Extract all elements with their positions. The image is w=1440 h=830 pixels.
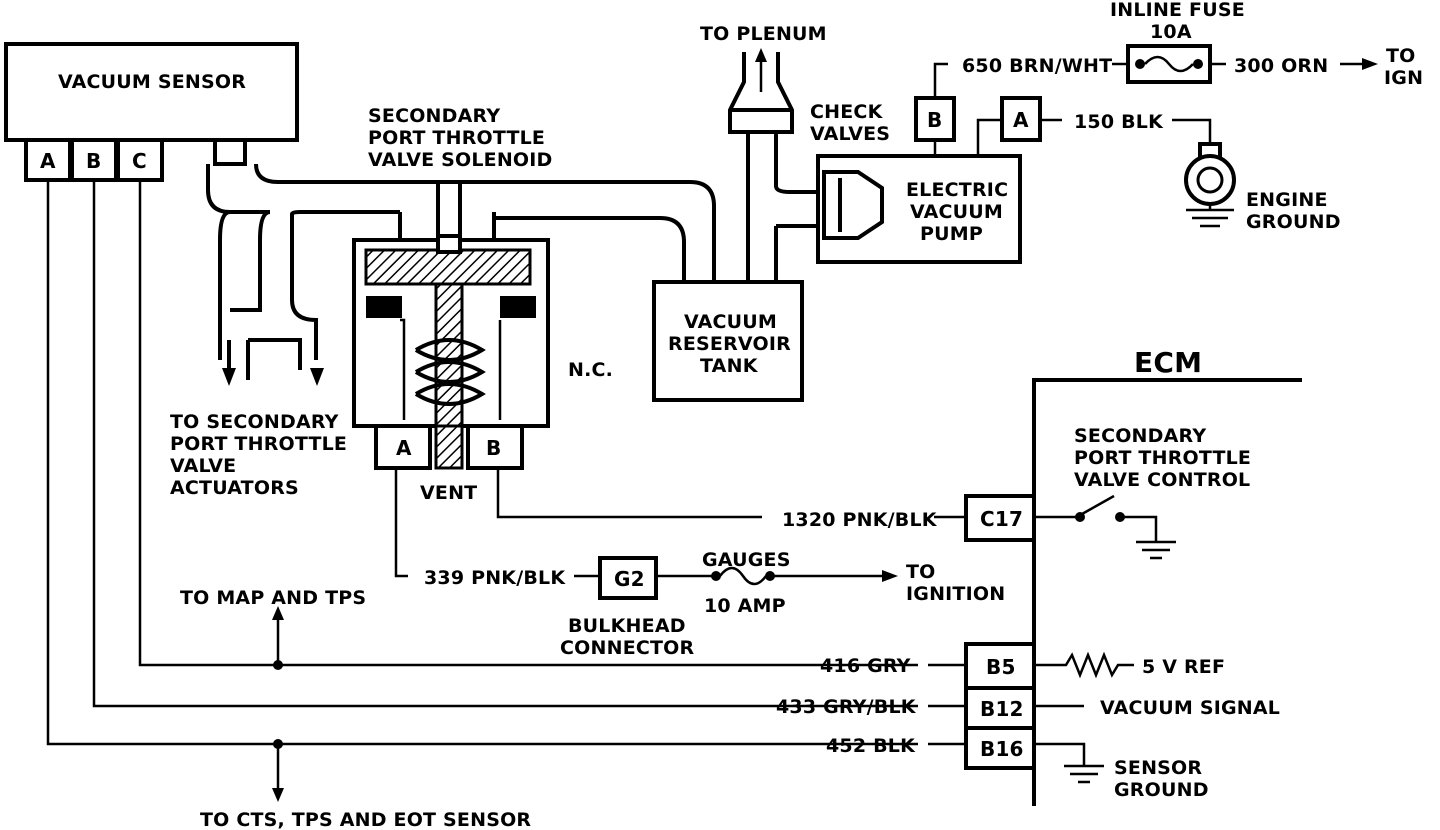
wire-433-label: 433 GRY/BLK [776, 696, 917, 718]
vacuum-hoses [206, 132, 822, 386]
solenoid-label-2: PORT THROTTLE [368, 127, 545, 149]
inline-fuse-label-2: 10A [1150, 21, 1192, 43]
solenoid-wiring: 1320 PNK/BLK 339 PNK/BLK G2 BULKHEAD CON… [394, 468, 1005, 659]
ecm: ECM C17 B5 B12 B16 SECONDARY PORT THROTT… [964, 346, 1302, 806]
amp10-label: 10 AMP [704, 595, 786, 617]
engine-ground-label-2: GROUND [1246, 211, 1341, 233]
tank-label-2: RESERVOIR [668, 333, 791, 355]
wire-150-label: 150 BLK [1074, 111, 1164, 133]
pin-c17: C17 [980, 507, 1023, 531]
vs-pin-b: B [86, 149, 101, 173]
to-secondary-label-3: VALVE [170, 455, 236, 477]
to-secondary-label-4: ACTUATORS [170, 477, 299, 499]
pump-pin-a: A [1013, 108, 1029, 132]
to-map-tps-label: TO MAP AND TPS [180, 587, 366, 609]
vref-label: 5 V REF [1142, 656, 1225, 678]
pin-b5: B5 [986, 655, 1016, 679]
sol-pin-b: B [486, 436, 501, 460]
check-valves-label-1: CHECK [810, 101, 884, 123]
pin-g2: G2 [614, 567, 645, 591]
wire-1320-label: 1320 PNK/BLK [782, 509, 938, 531]
wire-339-label: 339 PNK/BLK [424, 567, 566, 589]
ecm-label: ECM [1134, 346, 1202, 379]
vent-label: VENT [420, 482, 477, 504]
wire-650-label: 650 BRN/WHT [962, 55, 1112, 77]
bulkhead-label-1: BULKHEAD [568, 615, 686, 637]
pin-b16: B16 [980, 737, 1024, 761]
spt-control-label-1: SECONDARY [1074, 425, 1206, 447]
vacuum-sensor: VACUUM SENSOR A B C [4, 42, 299, 182]
solenoid-label-1: SECONDARY [368, 105, 500, 127]
tank-label-1: VACUUM [684, 311, 777, 333]
pump-label-1: ELECTRIC [906, 179, 1008, 201]
wire-300-label: 300 ORN [1234, 55, 1328, 77]
to-cts-label: TO CTS, TPS AND EOT SENSOR [200, 809, 531, 830]
solenoid-label-3: VALVE SOLENOID [368, 149, 553, 171]
pump-pin-b: B [927, 108, 942, 132]
check-valves-label-2: VALVES [810, 123, 890, 145]
check-valve: TO PLENUM CHECK VALVES [700, 23, 890, 145]
spt-control-label-3: VALVE CONTROL [1074, 469, 1250, 491]
to-ign-label-2: IGN [1384, 67, 1423, 89]
to-secondary-label-1: TO SECONDARY [170, 411, 339, 433]
gauges-label: GAUGES [702, 549, 791, 571]
sol-pin-a: A [396, 436, 412, 460]
spt-control-label-2: PORT THROTTLE [1074, 447, 1251, 469]
vacuum-reservoir-tank: VACUUM RESERVOIR TANK [652, 280, 804, 402]
vacuum-signal-label: VACUUM SIGNAL [1100, 697, 1280, 719]
wire-452-label: 452 BLK [826, 735, 916, 757]
sensor-ground-label-1: SENSOR [1114, 757, 1202, 779]
electric-vacuum-pump: ELECTRIC VACUUM PUMP B A [816, 96, 1042, 264]
pump-label-3: PUMP [920, 223, 983, 245]
wire-416-label: 416 GRY [820, 655, 911, 677]
sensor-ground-label-2: GROUND [1114, 779, 1209, 801]
tank-label-3: TANK [700, 355, 759, 377]
to-secondary-label-2: PORT THROTTLE [170, 433, 347, 455]
engine-ground-label-1: ENGINE [1246, 189, 1328, 211]
to-ignition-label-1: TO [906, 561, 936, 583]
pump-wiring: 650 BRN/WHT INLINE FUSE 10A 300 ORN TO I… [933, 0, 1423, 233]
to-plenum-label: TO PLENUM [700, 23, 827, 45]
inline-fuse-label-1: INLINE FUSE [1110, 0, 1245, 21]
to-ign-label-1: TO [1386, 45, 1416, 67]
secondary-port-throttle-solenoid: A B SECONDARY PORT THROTTLE VALVE SOLENO… [352, 105, 613, 504]
pin-b12: B12 [980, 697, 1024, 721]
vacuum-sensor-label: VACUUM SENSOR [58, 71, 246, 93]
vs-pin-a: A [40, 149, 56, 173]
vs-pin-c: C [132, 149, 147, 173]
bulkhead-label-2: CONNECTOR [560, 637, 695, 659]
nc-label: N.C. [568, 359, 613, 381]
pump-label-2: VACUUM [910, 201, 1003, 223]
sensor-wires: TO MAP AND TPS TO CTS, TPS AND EOT SENSO… [46, 180, 966, 830]
to-ignition-label-2: IGNITION [906, 583, 1005, 605]
